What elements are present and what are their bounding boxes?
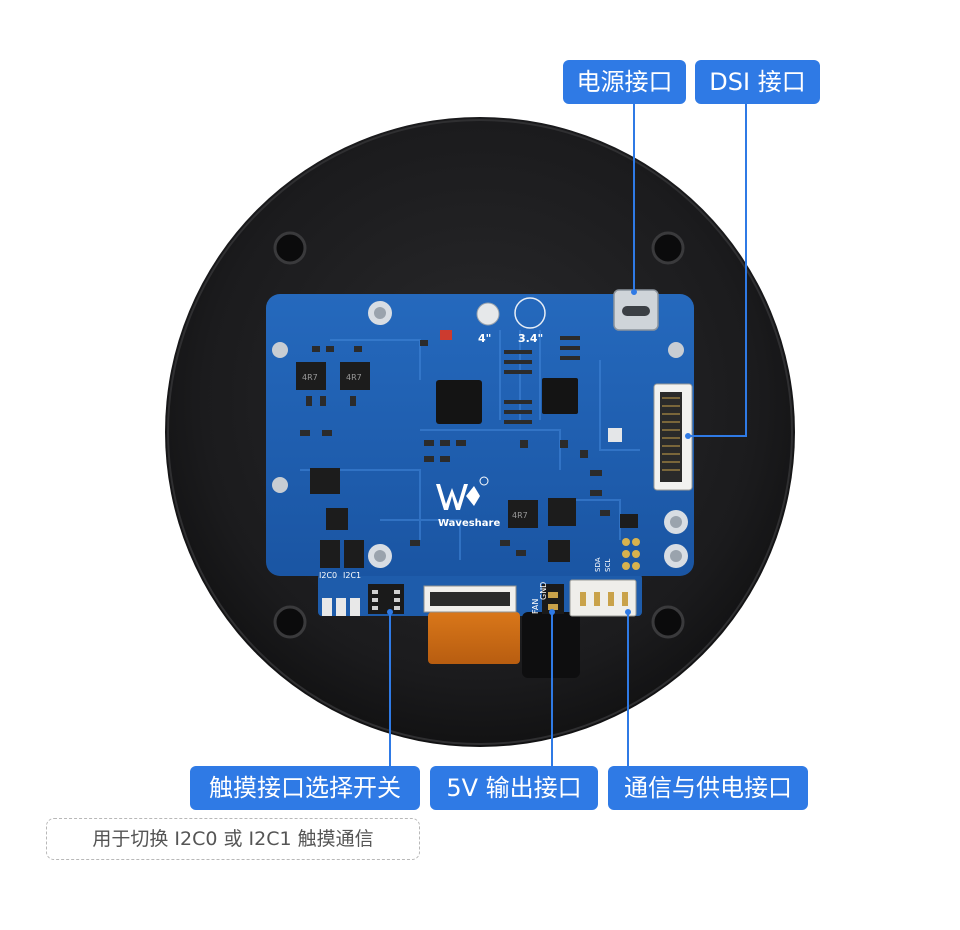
label-5v-output: 5V 输出接口 bbox=[430, 766, 598, 810]
label-dsi-port: DSI 接口 bbox=[695, 60, 820, 104]
size-4-text: 4" bbox=[478, 332, 491, 345]
i2c1-text: I2C1 bbox=[343, 571, 361, 580]
label-power-port: 电源接口 bbox=[563, 60, 686, 104]
sda-text: SDA bbox=[594, 557, 602, 572]
fan-5v-header bbox=[542, 584, 564, 614]
fan-text: FAN bbox=[531, 599, 540, 614]
inductor-text-2: 4R7 bbox=[346, 373, 362, 382]
mounting-holes bbox=[273, 231, 685, 639]
label-touch-switch: 触摸接口选择开关 bbox=[190, 766, 420, 810]
waveshare-logo bbox=[436, 484, 480, 510]
label-comm-power: 通信与供电接口 bbox=[608, 766, 808, 810]
comm-power-connector bbox=[569, 579, 637, 617]
pcb-board bbox=[266, 294, 694, 576]
i2c0-text: I2C0 bbox=[319, 571, 337, 580]
pcb-screw-holes bbox=[272, 301, 688, 568]
size-34-text: 3.4" bbox=[518, 332, 543, 345]
scl-text: SCL bbox=[604, 559, 612, 572]
i2c-switches bbox=[320, 540, 364, 616]
leader-lines bbox=[389, 104, 747, 766]
leader-dsi-port bbox=[688, 104, 747, 437]
touch-switch-note: 用于切换 I2C0 或 I2C1 触摸通信 bbox=[46, 818, 420, 860]
inductor-text-1: 4R7 bbox=[302, 373, 318, 382]
brand-text: Waveshare bbox=[438, 518, 500, 529]
inductor-text-3: 4R7 bbox=[512, 511, 528, 520]
chips bbox=[296, 362, 638, 562]
gnd-text: GND bbox=[539, 582, 548, 600]
flex-cable bbox=[428, 612, 520, 664]
